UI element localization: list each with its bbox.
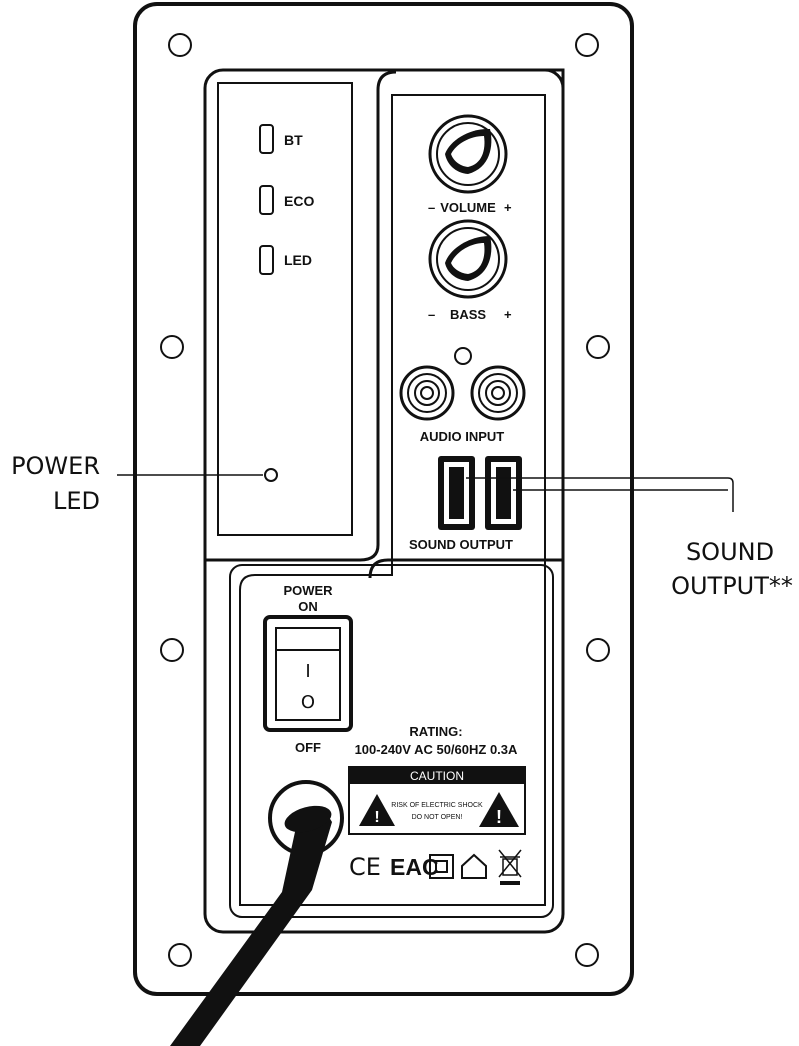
panel-divider bbox=[205, 70, 397, 562]
status-hole-icon bbox=[454, 347, 472, 365]
sound-output-leader-left bbox=[466, 477, 734, 512]
power-switch-frame bbox=[263, 615, 353, 732]
indoor-use-icon bbox=[461, 853, 487, 879]
screw-hole bbox=[168, 943, 192, 967]
sound-output-callout-2: OUTPUT** bbox=[671, 572, 793, 600]
weee-cross-2 bbox=[498, 849, 522, 878]
power-off-label: OFF bbox=[295, 740, 321, 755]
control-section-inner bbox=[239, 94, 546, 906]
rating-title: RATING: bbox=[409, 724, 462, 739]
volume-minus: – bbox=[428, 200, 435, 215]
power-switch-rocker bbox=[275, 627, 341, 721]
power-led-icon bbox=[264, 468, 278, 482]
lower-section-outline bbox=[229, 564, 554, 918]
caution-line-2: DO NOT OPEN! bbox=[412, 814, 463, 821]
rca-jack-ring bbox=[407, 373, 447, 413]
audio-input-right-jack[interactable] bbox=[470, 365, 526, 421]
sound-output-port-left[interactable] bbox=[438, 456, 475, 530]
bass-label: BASS bbox=[450, 307, 486, 322]
power-cable bbox=[170, 811, 332, 1046]
eco-label: ECO bbox=[284, 193, 314, 209]
power-switch-title-2: ON bbox=[298, 599, 318, 614]
bass-pointer-highlight bbox=[451, 243, 485, 274]
rating-value: 100-240V AC 50/60HZ 0.3A bbox=[355, 742, 518, 757]
power-switch-title-1: POWER bbox=[283, 583, 333, 598]
indicator-led: LED bbox=[259, 245, 312, 275]
warning-right-icon bbox=[479, 792, 519, 827]
power-off-mark: O bbox=[301, 692, 315, 713]
screw-hole bbox=[586, 638, 610, 662]
eco-led-icon bbox=[259, 185, 274, 215]
volume-knob[interactable] bbox=[428, 114, 508, 194]
rca-jack-ring-inner bbox=[485, 380, 511, 406]
led-label: LED bbox=[284, 252, 312, 268]
warning-right-mark: ! bbox=[496, 807, 502, 827]
eac-mark-icon: EAC bbox=[390, 854, 439, 880]
screw-hole bbox=[160, 335, 184, 359]
power-cord bbox=[170, 780, 344, 1046]
cable-end bbox=[284, 805, 332, 833]
bt-led-icon bbox=[259, 124, 274, 154]
weee-bar bbox=[500, 881, 520, 885]
sound-output-label: SOUND OUTPUT bbox=[409, 537, 513, 552]
rca-jack-pin bbox=[491, 386, 505, 400]
weee-bin-icon bbox=[498, 849, 522, 885]
screw-hole bbox=[168, 33, 192, 57]
power-switch[interactable]: I O bbox=[263, 615, 353, 732]
caution-header-bg bbox=[349, 767, 525, 784]
volume-pointer-highlight bbox=[451, 136, 485, 167]
caution-label: CAUTION ! ! RISK OF ELECTRIC SHOCK DO NO… bbox=[348, 766, 526, 835]
rca-jack-icon bbox=[399, 365, 455, 421]
caution-header: CAUTION bbox=[410, 769, 464, 783]
power-led-callout-2: LED bbox=[53, 487, 100, 515]
mounting-holes bbox=[160, 33, 610, 967]
bass-plus: + bbox=[504, 307, 512, 322]
bass-knob-inner bbox=[436, 227, 500, 291]
rca-jack-pin bbox=[420, 386, 434, 400]
warning-left-icon bbox=[359, 794, 395, 826]
bass-minus: – bbox=[428, 307, 435, 322]
rca-jack-icon bbox=[470, 365, 526, 421]
screw-hole bbox=[575, 943, 599, 967]
indicator-eco: ECO bbox=[259, 185, 314, 215]
warning-left-mark: ! bbox=[374, 809, 379, 826]
bass-knob[interactable] bbox=[428, 219, 508, 299]
double-insulation-inner bbox=[435, 860, 448, 873]
volume-label: VOLUME bbox=[440, 200, 496, 215]
output-port-contact bbox=[496, 467, 511, 519]
volume-knob-inner bbox=[436, 122, 500, 186]
indicator-window bbox=[217, 82, 353, 536]
led-led-icon bbox=[259, 245, 274, 275]
sound-output-port-right[interactable] bbox=[485, 456, 522, 530]
rca-jack-ring-inner bbox=[414, 380, 440, 406]
indicator-bt: BT bbox=[259, 124, 303, 154]
weee-bin-body bbox=[502, 858, 518, 876]
screw-hole bbox=[575, 33, 599, 57]
power-on-mark: I bbox=[305, 661, 310, 682]
bt-label: BT bbox=[284, 132, 303, 148]
screw-hole bbox=[586, 335, 610, 359]
control-section-outline bbox=[368, 68, 565, 579]
mounting-plate bbox=[133, 2, 634, 996]
output-port-contact bbox=[449, 467, 464, 519]
volume-knob-outer bbox=[428, 114, 508, 194]
volume-plus: + bbox=[504, 200, 512, 215]
bass-knob-outer bbox=[428, 219, 508, 299]
audio-input-left-jack[interactable] bbox=[399, 365, 455, 421]
ce-mark-icon: CE bbox=[349, 853, 381, 881]
audio-input-label: AUDIO INPUT bbox=[420, 429, 505, 444]
certification-marks: CE EAC bbox=[349, 849, 522, 885]
screw-hole bbox=[160, 638, 184, 662]
double-insulation-icon bbox=[429, 854, 454, 879]
sound-output-callout-1: SOUND bbox=[686, 538, 774, 566]
power-led-callout-1: POWER bbox=[11, 452, 100, 480]
rca-jack-ring bbox=[478, 373, 518, 413]
caution-line-1: RISK OF ELECTRIC SHOCK bbox=[391, 802, 483, 809]
